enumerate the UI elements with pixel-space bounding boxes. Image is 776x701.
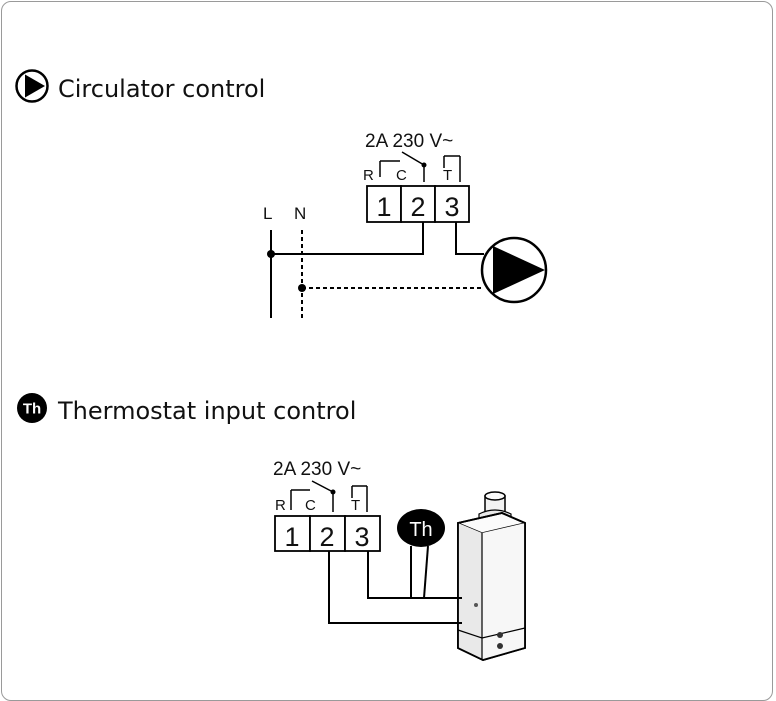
circulator-diagram: 2A 230 V~ R C T 1 2 3 L N [263, 131, 548, 320]
live-junction-dot [267, 250, 275, 258]
thermostat-badge-text: Th [409, 519, 432, 541]
section-title-thermostat: Th Thermostat input control [14, 390, 356, 432]
terminal-1: 1 [284, 522, 299, 552]
icon-badge-text: Th [23, 401, 41, 418]
section-title-text: Thermostat input control [58, 397, 357, 425]
rating-label: 2A 230 V~ [273, 459, 361, 480]
terminal-2: 2 [319, 522, 334, 552]
terminal-3: 3 [444, 192, 459, 222]
terminal-3: 3 [354, 522, 369, 552]
relay-contact-dot [330, 489, 336, 495]
terminal-block [274, 515, 381, 552]
supply-label-n: N [294, 204, 306, 223]
thermostat-wires [328, 545, 462, 624]
supply-label-l: L [263, 204, 272, 223]
terminal-1: 1 [376, 192, 391, 222]
contact-label-t: T [351, 497, 360, 514]
rating-label: 2A 230 V~ [365, 131, 453, 152]
neutral-junction-dot [298, 284, 306, 292]
section-title-text: Circulator control [58, 75, 266, 103]
contact-label-r: R [275, 497, 286, 514]
pump-feed-wire [455, 222, 484, 255]
relay-contact-symbol [290, 480, 368, 512]
live-wire [270, 222, 424, 318]
thermostat-badge-icon: Th [14, 390, 50, 432]
boiler-appliance [457, 491, 526, 661]
circulator-pump-symbol [480, 236, 548, 304]
thermostat-badge: Th [397, 509, 445, 547]
terminal-2: 2 [410, 192, 425, 222]
wiring-diagrams: 2A 230 V~ R C T 1 2 3 L N [263, 131, 548, 661]
circulator-pump-icon [14, 68, 50, 110]
contact-label-c: C [305, 497, 316, 514]
relay-contact-symbol [379, 151, 461, 182]
thermostat-diagram: 2A 230 V~ R C T 1 2 3 Th [273, 459, 526, 661]
section-title-circulator: Circulator control [14, 68, 265, 110]
neutral-wire [301, 230, 483, 320]
contact-label-t: T [443, 167, 452, 184]
contact-label-r: R [363, 167, 374, 184]
relay-contact-dot [421, 162, 427, 168]
terminal-block [366, 185, 470, 223]
contact-label-c: C [396, 167, 407, 184]
